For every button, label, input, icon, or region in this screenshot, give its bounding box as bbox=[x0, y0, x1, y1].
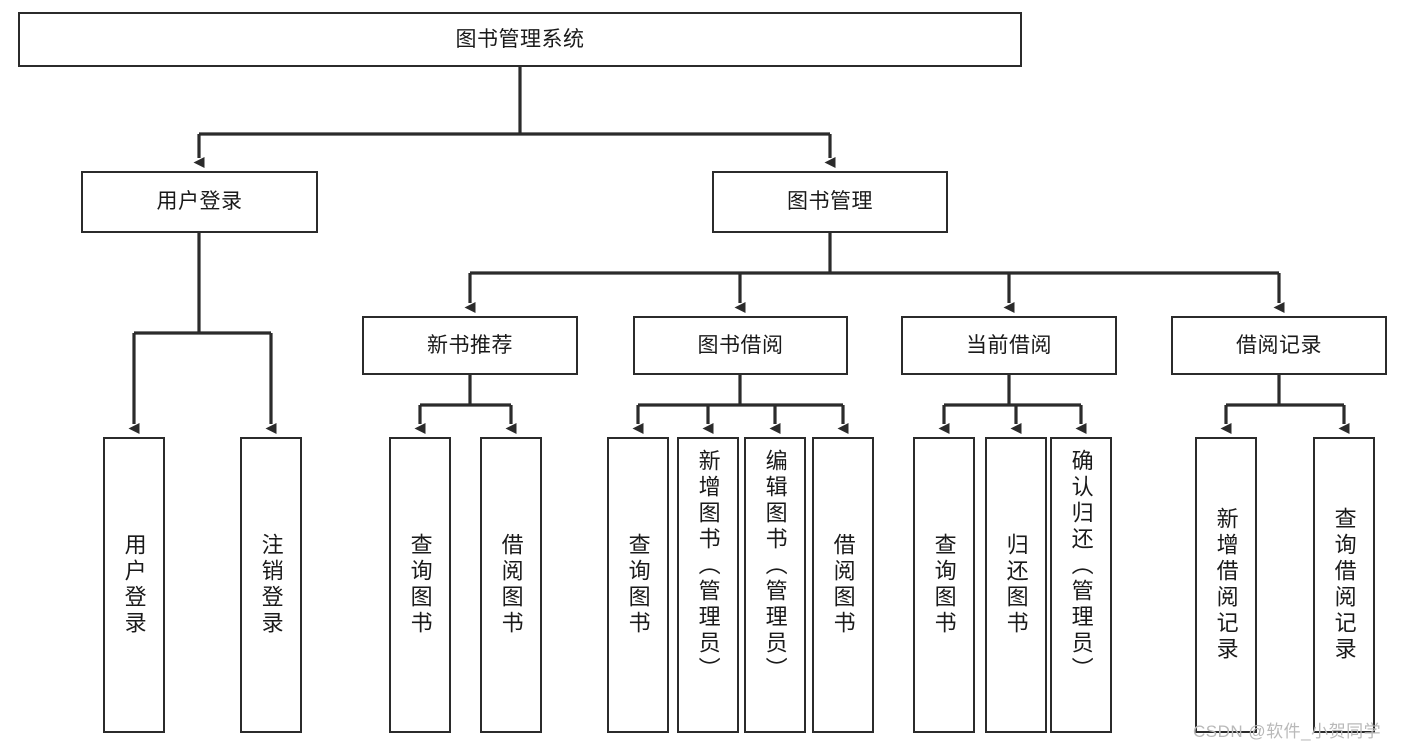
node-leaf-confirm-return-label: 确认归还（管理员） bbox=[1068, 449, 1094, 683]
node-leaf-add-borrow-record-label: 新增借阅记录 bbox=[1213, 507, 1239, 663]
node-current-borrow-label: 当前借阅 bbox=[966, 333, 1052, 357]
node-leaf-borrow-book-label: 借阅图书 bbox=[830, 533, 856, 637]
node-leaf-borrow-book-recommend-label: 借阅图书 bbox=[498, 533, 524, 637]
node-leaf-confirm-return[interactable]: 确认归还（管理员） bbox=[1050, 437, 1112, 733]
node-leaf-query-book-current[interactable]: 查询图书 bbox=[913, 437, 975, 733]
node-leaf-user-login-label: 用户登录 bbox=[121, 533, 147, 637]
node-leaf-user-logout-label: 注销登录 bbox=[258, 533, 284, 637]
node-user-login-label: 用户登录 bbox=[156, 190, 243, 214]
node-leaf-query-borrow-record[interactable]: 查询借阅记录 bbox=[1313, 437, 1375, 733]
node-current-borrow[interactable]: 当前借阅 bbox=[901, 316, 1117, 375]
node-leaf-add-book-label: 新增图书（管理员） bbox=[695, 449, 721, 683]
node-book-manage[interactable]: 图书管理 bbox=[712, 171, 948, 233]
node-new-book-recommend-label: 新书推荐 bbox=[427, 333, 513, 357]
node-root[interactable]: 图书管理系统 bbox=[18, 12, 1022, 67]
csdn-watermark: CSDN @软件_小贺同学 bbox=[1193, 722, 1382, 741]
node-book-borrow-label: 图书借阅 bbox=[697, 333, 784, 357]
node-new-book-recommend[interactable]: 新书推荐 bbox=[362, 316, 578, 375]
node-leaf-borrow-book[interactable]: 借阅图书 bbox=[812, 437, 874, 733]
node-leaf-user-logout[interactable]: 注销登录 bbox=[240, 437, 302, 733]
node-book-borrow[interactable]: 图书借阅 bbox=[633, 316, 848, 375]
node-leaf-query-book-borrow-label: 查询图书 bbox=[625, 533, 651, 637]
node-leaf-query-book-recommend[interactable]: 查询图书 bbox=[389, 437, 451, 733]
node-leaf-user-login[interactable]: 用户登录 bbox=[103, 437, 165, 733]
node-leaf-add-book[interactable]: 新增图书（管理员） bbox=[677, 437, 739, 733]
node-leaf-return-book[interactable]: 归还图书 bbox=[985, 437, 1047, 733]
node-book-manage-label: 图书管理 bbox=[787, 190, 873, 214]
node-leaf-return-book-label: 归还图书 bbox=[1003, 533, 1029, 637]
node-leaf-edit-book-label: 编辑图书（管理员） bbox=[762, 449, 788, 683]
node-leaf-query-borrow-record-label: 查询借阅记录 bbox=[1331, 507, 1357, 663]
node-borrow-record[interactable]: 借阅记录 bbox=[1171, 316, 1387, 375]
node-root-label: 图书管理系统 bbox=[455, 27, 585, 51]
node-leaf-edit-book[interactable]: 编辑图书（管理员） bbox=[744, 437, 806, 733]
node-leaf-query-book-recommend-label: 查询图书 bbox=[407, 533, 433, 637]
node-leaf-query-book-current-label: 查询图书 bbox=[931, 533, 957, 637]
node-borrow-record-label: 借阅记录 bbox=[1236, 333, 1322, 357]
node-leaf-query-book-borrow[interactable]: 查询图书 bbox=[607, 437, 669, 733]
node-leaf-borrow-book-recommend[interactable]: 借阅图书 bbox=[480, 437, 542, 733]
node-user-login[interactable]: 用户登录 bbox=[81, 171, 318, 233]
node-leaf-add-borrow-record[interactable]: 新增借阅记录 bbox=[1195, 437, 1257, 733]
